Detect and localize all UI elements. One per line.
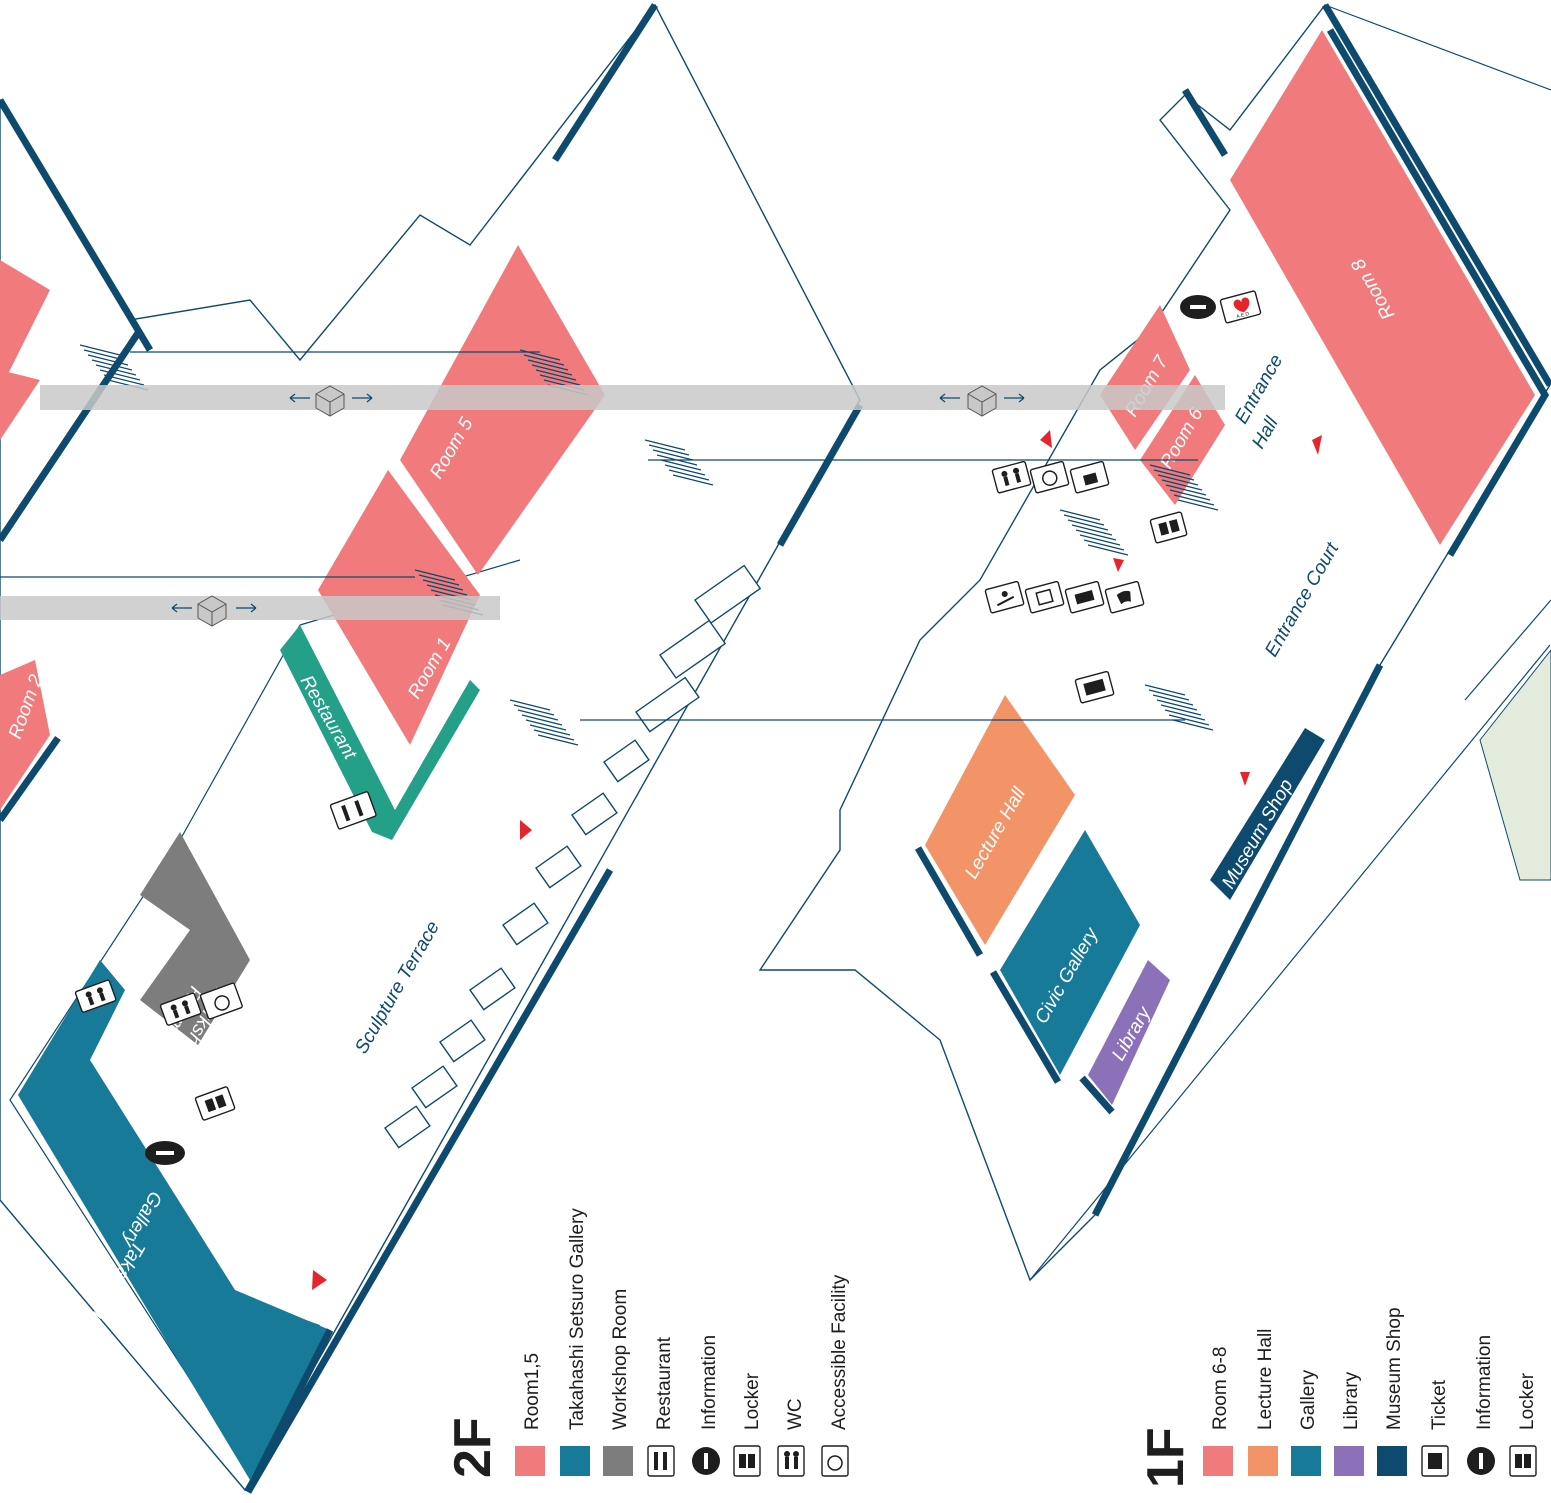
legend-2f-information-icon — [692, 1447, 720, 1475]
accessible-icon — [199, 982, 243, 1020]
garden — [1479, 649, 1551, 881]
legend-1f-item-5: Ticket — [1429, 1379, 1450, 1430]
legend-2f-item-6: WC — [785, 1398, 806, 1430]
legend-2f-item-3: Restaurant — [654, 1336, 675, 1430]
legend-1f: 1F Room 6-8 Lecture Hall Gallery Library… — [1137, 1307, 1538, 1488]
library[interactable] — [1088, 960, 1170, 1105]
bridges — [0, 351, 1225, 721]
legend-1f-swatch-gallery — [1291, 1446, 1321, 1476]
legend-1f-swatch-room — [1203, 1446, 1233, 1476]
legend-2f-swatch-room — [515, 1446, 545, 1476]
room-2[interactable] — [0, 260, 50, 390]
lock-icon-1f — [1069, 460, 1110, 494]
legend-1f-ticket-icon — [1421, 1445, 1449, 1477]
aed-icon: A.E.D — [1219, 290, 1262, 324]
legend-1f-item-4: Museum Shop — [1384, 1307, 1405, 1430]
legend-2f-item-4: Information — [699, 1335, 720, 1430]
restaurant-icon — [329, 791, 377, 830]
floor-2f-outline — [0, 3, 861, 1492]
legend-2f-locker-icon — [733, 1445, 761, 1477]
legend-1f-swatch-museum-shop — [1377, 1446, 1407, 1476]
legend-1f-title: 1F — [1137, 1427, 1195, 1488]
information-icon — [145, 1141, 185, 1165]
legend-1f-swatch-library — [1334, 1446, 1364, 1476]
floor-1f-outer-wall — [1091, 3, 1551, 1217]
restaurant[interactable] — [280, 625, 480, 840]
wc-icon-2 — [159, 992, 202, 1026]
legend-1f-locker-icon — [1509, 1445, 1537, 1477]
legend-2f: 2F Room1,5 Takahashi Setsuro Gallery Wor… — [444, 1208, 850, 1478]
room-7[interactable] — [1100, 305, 1190, 450]
legend-2f-swatch-workshop — [603, 1446, 633, 1476]
legend-1f-information-icon — [1467, 1447, 1495, 1475]
legend-1f-item-6: Information — [1474, 1335, 1495, 1430]
wc-icon — [74, 979, 117, 1013]
entrance-marker-1f-3 — [1312, 435, 1322, 455]
floor-2f: Room 2 Room 5 Room 1 Restaurant Workshop… — [0, 3, 864, 1494]
floor-1f: Room 8 Room 7 Room 6 Entrance Hall Entra… — [758, 3, 1551, 1282]
coin-locker-icon-1f — [1064, 580, 1105, 614]
legend-1f-item-1: Lecture Hall — [1255, 1329, 1276, 1430]
legend-2f-item-5: Locker — [742, 1372, 763, 1430]
legend-2f-item-1: Takahashi Setsuro Gallery — [567, 1208, 588, 1430]
legend-2f-accessible-icon — [821, 1445, 849, 1477]
legend-2f-title: 2F — [444, 1417, 502, 1478]
entrance-marker-1f-1 — [1040, 430, 1052, 448]
first-aid-icon-1f — [1024, 580, 1065, 614]
entrance-marker-1f-4 — [1240, 772, 1250, 786]
legend-1f-item-0: Room 6-8 — [1210, 1347, 1231, 1430]
legend-2f-item-0: Room1,5 — [522, 1353, 543, 1430]
locker-icon-1f — [1149, 511, 1188, 544]
museum-shop[interactable] — [1210, 728, 1325, 900]
legend-1f-item-3: Library — [1341, 1371, 1362, 1430]
legend-1f-item-2: Gallery — [1298, 1369, 1319, 1430]
legend-1f-item-7: Locker — [1517, 1372, 1538, 1430]
entrance-marker-1f-2 — [1113, 558, 1124, 572]
lecture-hall[interactable] — [925, 695, 1075, 945]
legend-2f-item-7: Accessible Facility — [829, 1274, 850, 1430]
legend-2f-restaurant-icon — [647, 1445, 675, 1477]
legend-1f-swatch-lecture — [1248, 1446, 1278, 1476]
legend-2f-wc-icon — [777, 1445, 805, 1477]
terrace-steps — [384, 564, 762, 1149]
phone-icon-1f — [1104, 580, 1145, 614]
baby-icon-1f — [984, 580, 1025, 614]
room-2-lower[interactable] — [0, 660, 50, 810]
legend-2f-item-2: Workshop Room — [610, 1289, 631, 1430]
entrance-marker-2f-1 — [312, 1270, 327, 1290]
room-8[interactable] — [1230, 30, 1535, 545]
entrance-marker-2f-2 — [520, 820, 532, 840]
ticket-icon-1f — [1074, 670, 1115, 704]
locker-icon — [194, 1086, 236, 1121]
civic-gallery[interactable] — [1000, 830, 1140, 1075]
wc-icon-1f — [991, 460, 1032, 494]
accessible-icon-1f — [1029, 460, 1070, 494]
floor-2f-outer-wall — [0, 3, 658, 1494]
information-icon-1f — [1180, 295, 1216, 319]
legend-2f-swatch-takahashi — [560, 1446, 590, 1476]
svg-text:A.E.D: A.E.D — [1236, 311, 1251, 320]
